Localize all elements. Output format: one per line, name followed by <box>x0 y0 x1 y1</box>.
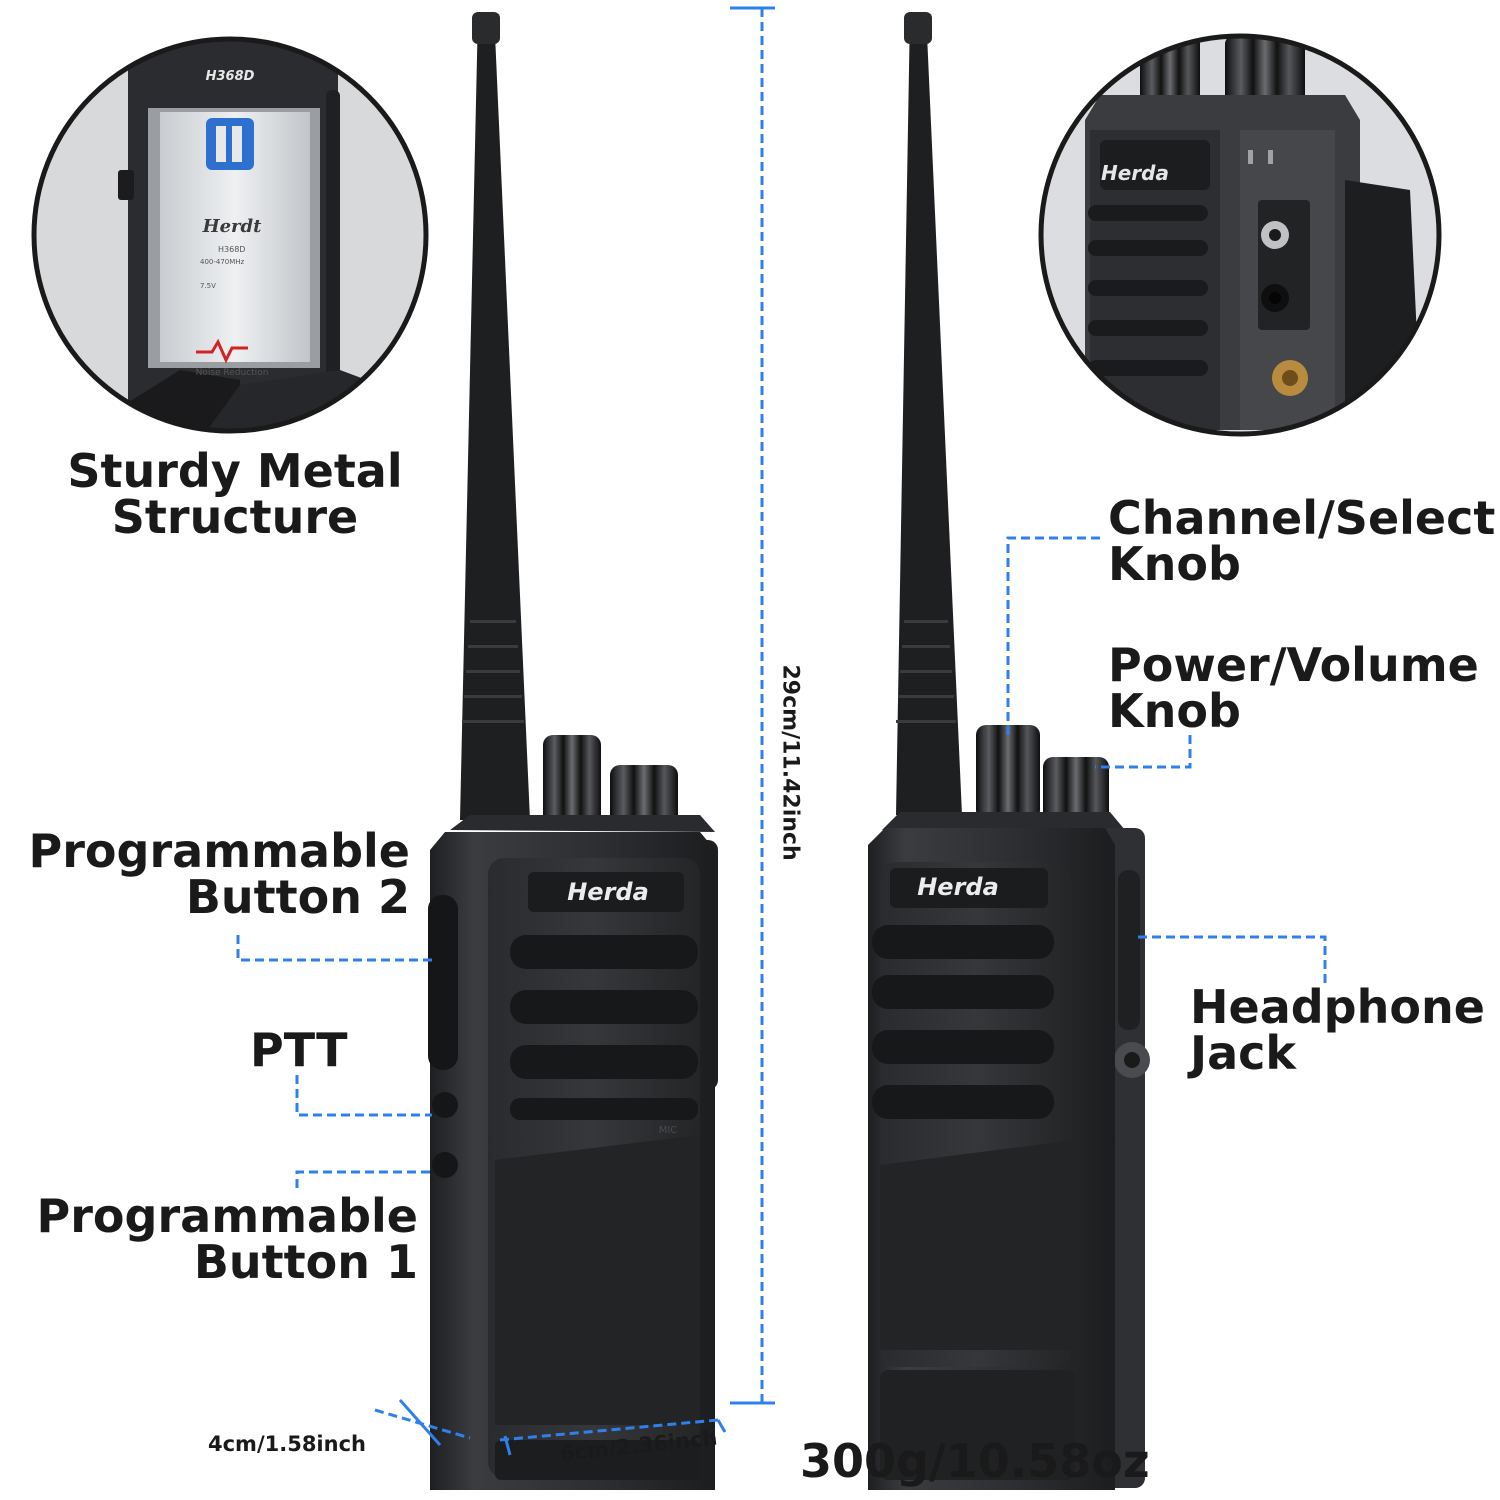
ptt-text: PTT <box>250 1023 348 1077</box>
back-logo: Herda <box>917 873 999 901</box>
channel-knob-line-1: Channel/Select <box>1108 491 1496 545</box>
model-label: H368D <box>206 69 255 84</box>
callout-lines <box>236 6 1327 1456</box>
front-logo: Herda <box>567 878 649 906</box>
weight-text: 300g/10.58oz <box>800 1434 1150 1488</box>
front-radio <box>428 12 718 1490</box>
ptt-button-shape <box>428 895 458 1070</box>
headphone-jack-inset <box>1038 33 1442 437</box>
button-upper-shape <box>432 1092 458 1118</box>
ptt-label: PTT <box>250 1027 348 1073</box>
programmable-button-2-label: Programmable Button 2 <box>10 828 410 920</box>
battery-note: Noise Reduction <box>196 368 269 378</box>
headphone-jack-line-2: Jack <box>1190 1026 1297 1080</box>
channel-knob-label: Channel/Select Knob <box>1108 495 1495 587</box>
programmable-button-2-line-2: Button 2 <box>185 870 410 924</box>
depth-dimension-label: 4cm/1.58inch <box>208 1432 366 1456</box>
metal-structure-line-1: Sturdy Metal <box>67 444 403 498</box>
power-knob-line-2: Knob <box>1108 684 1241 738</box>
battery-brand: Herdt <box>202 216 263 237</box>
callout-power-knob <box>1095 735 1192 769</box>
volume-knob-back <box>1043 757 1109 822</box>
battery-frequency: 400-470MHz <box>200 258 245 266</box>
channel-knob-front <box>543 735 601 827</box>
headphone-jack-line-1: Headphone <box>1190 980 1485 1034</box>
callout-headphone-jack <box>1138 935 1327 985</box>
height-dimension-label: 29cm/11.42inch <box>777 664 803 861</box>
antenna-back <box>896 12 962 815</box>
channel-knob-line-2: Knob <box>1108 537 1241 591</box>
metal-structure-line-2: Structure <box>111 490 359 544</box>
headphone-jack-label: Headphone Jack <box>1190 984 1485 1076</box>
power-knob-line-1: Power/Volume <box>1108 638 1479 692</box>
battery-voltage: 7.5V <box>200 282 216 290</box>
callout-programmable-button-2 <box>236 935 432 962</box>
power-knob-label: Power/Volume Knob <box>1108 642 1479 734</box>
programmable-button-2-line-1: Programmable <box>28 824 410 878</box>
antenna-front <box>460 12 530 820</box>
weight-label: 300g/10.58oz <box>800 1435 1150 1487</box>
programmable-button-1-label: Programmable Button 1 <box>10 1193 418 1285</box>
battery-model: H368D <box>218 245 245 254</box>
programmable-button-1-line-2: Button 1 <box>193 1235 418 1289</box>
volume-knob-front <box>610 765 678 827</box>
metal-structure-inset <box>31 36 429 434</box>
back-radio <box>868 12 1150 1490</box>
callout-channel-knob <box>1006 536 1100 738</box>
callout-programmable-button-1 <box>295 1170 432 1188</box>
button-lower-shape <box>432 1152 458 1178</box>
inset-logo: Herda <box>1101 161 1169 185</box>
width-dimension-line <box>499 1418 719 1442</box>
channel-knob-back <box>976 725 1040 820</box>
metal-structure-label: Sturdy Metal Structure <box>40 448 430 540</box>
programmable-button-1-line-1: Programmable <box>36 1189 418 1243</box>
mic-label: MIC <box>659 1125 678 1136</box>
callout-ptt <box>295 1075 432 1117</box>
